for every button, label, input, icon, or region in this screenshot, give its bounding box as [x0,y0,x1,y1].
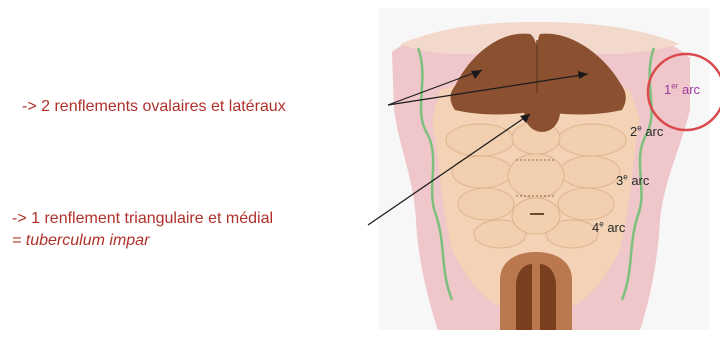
segment-right-3 [558,188,614,220]
label-lateral-swellings: -> 2 renflements ovalaires et latéraux [22,98,286,116]
label-arch-3: 3e arc [616,173,649,188]
segment-right-1 [558,124,626,156]
label-medial-swelling: -> 1 renflement triangulaire et médial [12,210,273,228]
label-arch-4: 4e arc [592,220,625,235]
segment-right-2 [560,156,620,188]
tuberculum-impar [524,92,560,132]
laryngeal-groove-right [540,264,556,330]
segment-center-2 [508,154,564,198]
segment-left-3 [458,188,514,220]
laryngeal-groove-left [516,264,532,330]
label-arch-1: 1er arc [664,82,700,97]
label-tuberculum-impar: = tuberculum impar [12,232,149,250]
laryngeal-opening [500,252,572,330]
label-arch-2: 2e arc [630,124,663,139]
segment-center-3 [512,198,560,234]
segment-left-1 [446,124,514,156]
